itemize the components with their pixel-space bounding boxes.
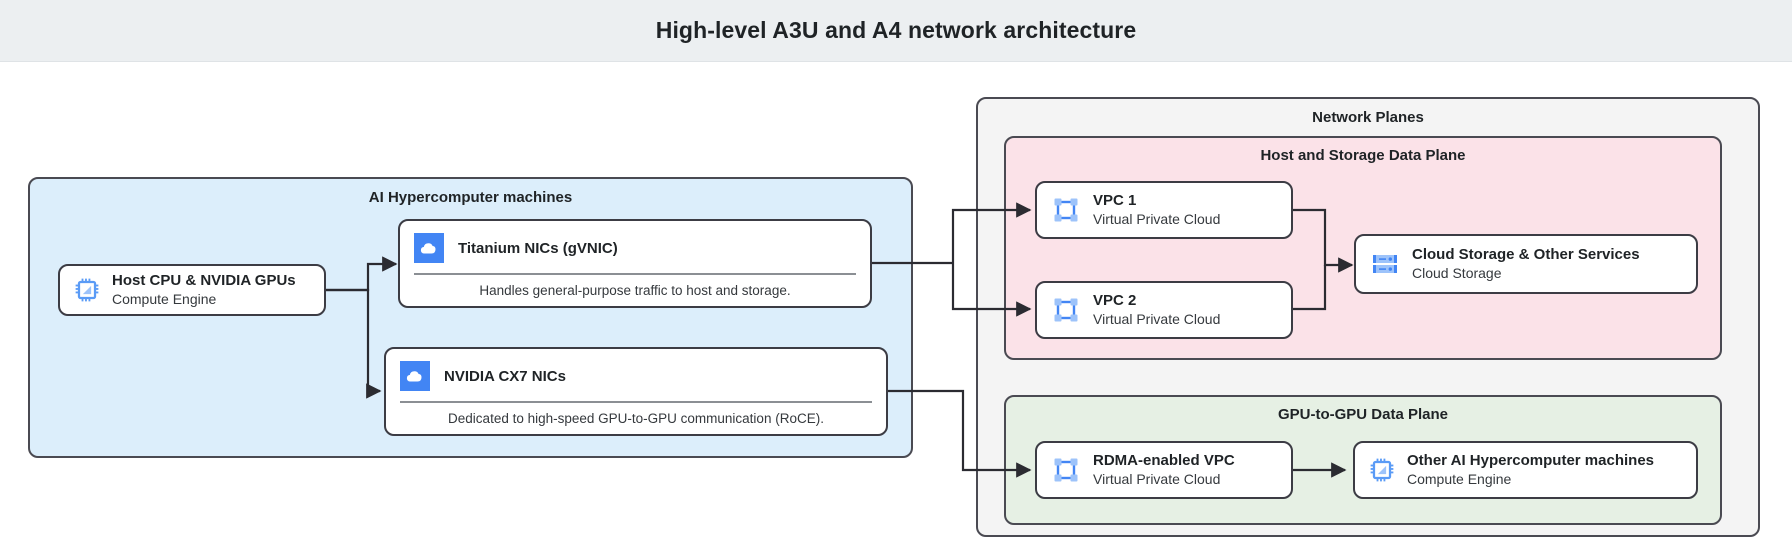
node-title: VPC 1: [1093, 191, 1137, 209]
node-title: Other AI Hypercomputer machines: [1407, 451, 1655, 469]
node-title: Cloud Storage & Other Services: [1412, 245, 1640, 263]
node-other-ai-hypercomputer-machines[interactable]: Other AI Hypercomputer machines Compute …: [1353, 441, 1698, 499]
node-subtitle: Virtual Private Cloud: [1093, 471, 1221, 488]
node-cloud-storage[interactable]: Cloud Storage & Other Services Cloud Sto…: [1354, 234, 1698, 294]
node-subtitle: Compute Engine: [1407, 471, 1512, 488]
node-nvidia-cx7-nics[interactable]: NVIDIA CX7 NICs Dedicated to high-speed …: [384, 347, 888, 436]
group-title-machines: AI Hypercomputer machines: [368, 189, 573, 206]
node-subtitle: Virtual Private Cloud: [1093, 311, 1221, 328]
node-host-cpu-gpus[interactable]: Host CPU & NVIDIA GPUs Compute Engine: [58, 264, 326, 316]
node-title: Host CPU & NVIDIA GPUs: [112, 271, 296, 289]
node-subtitle: Cloud Storage: [1412, 265, 1502, 282]
node-title: Titanium NICs (gVNIC): [458, 239, 618, 257]
vpc-icon: [1054, 298, 1078, 322]
group-title-network-planes: Network Planes: [1312, 109, 1424, 126]
vpc-icon: [1054, 458, 1078, 482]
node-titanium-nics[interactable]: Titanium NICs (gVNIC) Handles general-pu…: [398, 219, 872, 308]
vpc-icon: [1054, 198, 1078, 222]
node-caption: Handles general-purpose traffic to host …: [479, 283, 791, 298]
storage-icon: [1373, 255, 1397, 273]
divider: [400, 401, 872, 403]
node-caption: Dedicated to high-speed GPU-to-GPU commu…: [448, 411, 824, 426]
node-subtitle: Virtual Private Cloud: [1093, 211, 1221, 228]
group-title-gpu-plane: GPU-to-GPU Data Plane: [1277, 406, 1449, 423]
node-vpc-2[interactable]: VPC 2 Virtual Private Cloud: [1035, 281, 1293, 339]
cpu-chip-icon: [75, 278, 99, 302]
cloud-icon: [414, 233, 444, 263]
node-title: RDMA-enabled VPC: [1093, 451, 1235, 469]
group-title-host-storage-plane: Host and Storage Data Plane: [1260, 147, 1466, 164]
node-vpc-1[interactable]: VPC 1 Virtual Private Cloud: [1035, 181, 1293, 239]
page-title: High-level A3U and A4 network architectu…: [655, 17, 1137, 43]
divider: [414, 273, 856, 275]
cloud-icon: [400, 361, 430, 391]
node-title: VPC 2: [1093, 291, 1137, 309]
node-subtitle: Compute Engine: [112, 291, 217, 308]
page-header: High-level A3U and A4 network architectu…: [0, 0, 1792, 62]
node-title: NVIDIA CX7 NICs: [444, 367, 566, 385]
cpu-chip-icon: [1370, 458, 1394, 482]
node-rdma-enabled-vpc[interactable]: RDMA-enabled VPC Virtual Private Cloud: [1035, 441, 1293, 499]
